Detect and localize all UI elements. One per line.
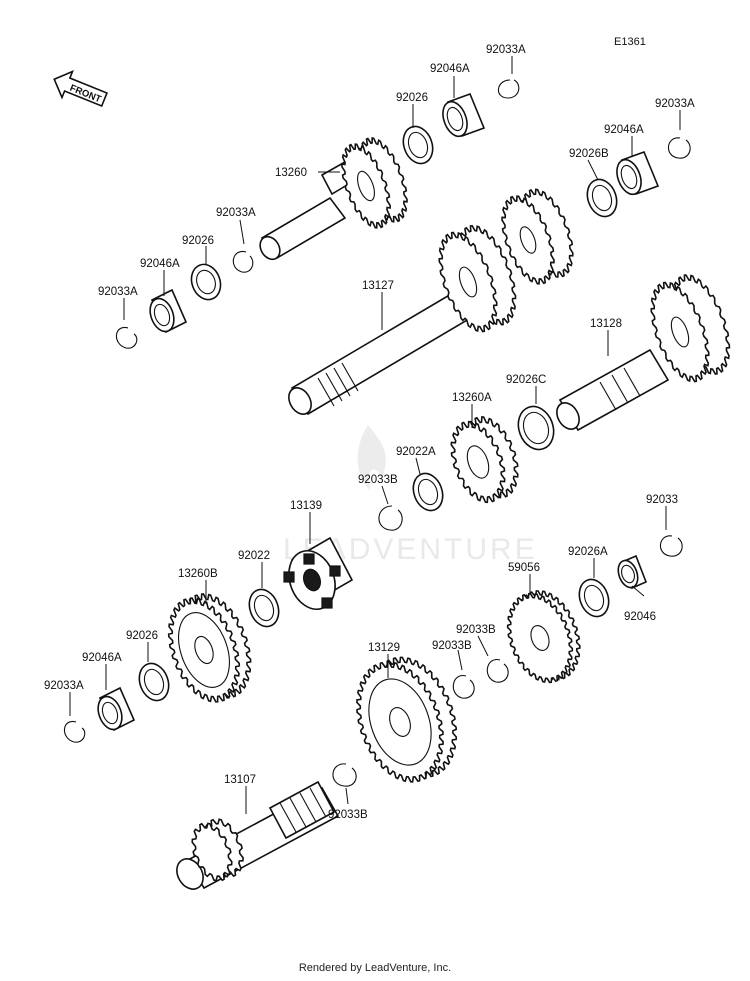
shaft-13107-spline-section: [268, 780, 336, 840]
part-label-92033a-top: 92033A: [486, 44, 526, 56]
part-label-92033b-low: 92033B: [328, 809, 368, 821]
footer-credit: Rendered by LeadVenture, Inc.: [298, 962, 452, 974]
part-label-13107: 13107: [224, 774, 256, 786]
circlip-92033a-left2: [115, 326, 138, 349]
gear-13129: [356, 656, 458, 783]
gear-13127-a: [438, 224, 517, 333]
part-label-92033a-right: 92033A: [655, 98, 695, 110]
gear-13260a: [450, 416, 519, 504]
washer-92026-left: [190, 263, 222, 301]
circlip-92033b-b: [452, 675, 475, 699]
part-label-92033b-a: 92033B: [456, 624, 496, 636]
washer-92026-low: [138, 662, 170, 702]
part-label-92033a-left: 92033A: [216, 207, 256, 219]
bearing-92046a-left: [149, 288, 188, 334]
part-label-92033b-mid: 92033B: [358, 474, 398, 486]
part-label-92046a-low: 92046A: [82, 652, 122, 664]
part-label-92022: 92022: [238, 550, 270, 562]
diagram-code: E1361: [614, 36, 646, 48]
dog-13139: [283, 536, 354, 610]
shaft-13127-body: [290, 288, 476, 416]
part-label-92046a-right: 92046A: [604, 124, 644, 136]
washer-92022: [248, 588, 280, 628]
bearing-92046a-top: [442, 92, 486, 138]
gear-13128: [650, 274, 731, 383]
part-label-92033: 92033: [646, 494, 678, 506]
part-label-92046a-top: 92046A: [430, 63, 470, 75]
part-label-13260: 13260: [275, 167, 307, 179]
part-label-92026-low: 92026: [126, 630, 158, 642]
shaft-13107-splines: [279, 787, 327, 833]
shaft-13127: [288, 288, 476, 416]
part-label-92046: 92046: [624, 611, 656, 623]
bearing-92046: [617, 554, 648, 590]
circlip-92033b-mid: [378, 505, 403, 531]
part-label-92033a-low: 92033A: [44, 680, 84, 692]
circlip-92033a-low: [63, 720, 86, 743]
leader-lines: [69, 56, 681, 814]
part-label-92026-left: 92026: [182, 235, 214, 247]
front-arrow: FRONT: [53, 70, 108, 108]
part-label-13260a: 13260A: [452, 392, 492, 404]
front-arrow-icon: [53, 70, 108, 108]
washer-92026a: [578, 578, 610, 618]
bearing-92046a-right: [616, 150, 660, 196]
part-label-13128: 13128: [590, 318, 622, 330]
part-label-13129: 13129: [368, 642, 400, 654]
washer-92026b: [586, 178, 618, 218]
part-label-13260b: 13260B: [178, 568, 218, 580]
part-label-13127: 13127: [362, 280, 394, 292]
part-labels: 92033A 92046A 92026 13260 92033A 92046A …: [44, 44, 695, 821]
shaft-13260-end: [259, 235, 281, 261]
shaft-13127-end: [288, 387, 312, 415]
shaft-13127-splines: [317, 362, 359, 407]
part-label-92026-top: 92026: [396, 92, 428, 104]
circlip-92033a-right: [667, 137, 691, 159]
gear-13107-pinion: [191, 818, 244, 882]
circlip-92033a-top: [497, 79, 520, 99]
bearing-92046a-low: [97, 686, 136, 732]
washer-92022a: [412, 472, 444, 512]
part-label-92033b-b: 92033B: [432, 640, 472, 652]
part-label-92026c: 92026C: [506, 374, 546, 386]
part-label-92022a: 92022A: [396, 446, 436, 458]
circlip-92033: [659, 535, 683, 557]
gear-13127-b: [501, 188, 574, 285]
part-label-92033a-left2: 92033A: [98, 286, 138, 298]
watermark-flame-icon: [357, 425, 386, 490]
part-label-59056: 59056: [508, 562, 540, 574]
circlip-92033b-a: [486, 659, 509, 683]
washer-92026c: [517, 405, 555, 451]
circlip-92033a-left: [232, 250, 254, 273]
part-label-13139: 13139: [290, 500, 322, 512]
part-label-92026b: 92026B: [569, 148, 609, 160]
gear-59056: [506, 590, 581, 684]
gear-13260b: [167, 593, 252, 703]
part-label-92026a: 92026A: [568, 546, 608, 558]
washer-92026-top: [402, 125, 434, 165]
gear-13260: [341, 137, 408, 229]
part-label-92046a-left: 92046A: [140, 258, 180, 270]
shaft-13128-end: [556, 402, 580, 430]
shaft-13107-end: [176, 858, 204, 890]
shaft-13128-splines: [599, 367, 641, 411]
shaft-13128: [556, 348, 670, 432]
circlip-92033b-low: [332, 763, 357, 787]
